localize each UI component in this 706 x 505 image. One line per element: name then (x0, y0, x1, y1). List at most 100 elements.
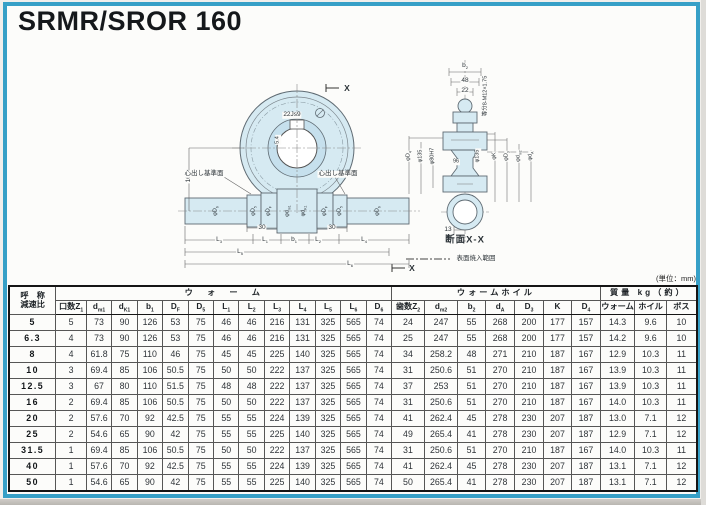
dia-label-d3: φD3 (503, 150, 511, 162)
hardening-legend-label: 表面焼入範囲 (456, 254, 496, 262)
shaft-dia-d5-right: φD5 (336, 206, 344, 216)
cell: 9.6 (634, 330, 667, 347)
cell: 75 (111, 346, 138, 363)
cell: 2 (55, 410, 87, 427)
cell: 106 (136, 362, 164, 379)
col-header: L1 (212, 300, 240, 315)
cell: 55 (212, 458, 240, 475)
cell: 50 (212, 362, 240, 379)
cell: 126 (136, 330, 164, 347)
shaft-dia-d6-right: φD6 (374, 206, 382, 216)
dim-label-96: 96 (451, 158, 461, 165)
section-view-body (442, 98, 488, 231)
cell: 210 (514, 378, 544, 395)
cell: 90 (111, 314, 138, 331)
cell: 3 (55, 362, 87, 379)
section-bore-lines (451, 139, 479, 185)
datum-label-left: 心出し基準面 (183, 169, 225, 178)
col-header: D3 (514, 300, 544, 315)
cell: 7.1 (634, 410, 667, 427)
cell: 12.9 (599, 346, 636, 363)
cell: 12 (665, 458, 698, 475)
cell: 4 (55, 330, 87, 347)
cell: 14.0 (599, 394, 636, 411)
section-caption: 断面X-X (445, 234, 485, 246)
cell: 250.6 (423, 362, 459, 379)
cell: 187 (542, 394, 573, 411)
cell: 565 (340, 314, 367, 331)
cell: 55 (457, 330, 486, 347)
ratio-cell: 12.5 (8, 378, 57, 395)
cell: 278 (484, 410, 516, 427)
cell: 131 (289, 330, 316, 347)
cell: 48 (212, 378, 240, 395)
ratio-cell: 8 (8, 346, 57, 363)
cell: 65 (111, 426, 138, 443)
cell: 250.6 (423, 442, 459, 459)
cell: 31 (391, 442, 425, 459)
cell: 3 (55, 378, 87, 395)
dia-label-d4: φD4 (405, 150, 413, 162)
cell: 207 (542, 458, 573, 475)
cell: 1 (55, 442, 87, 459)
cell: 13.0 (599, 410, 636, 427)
cell: 140 (289, 474, 316, 492)
cell: 325 (314, 426, 342, 443)
ratio-cell: 31.5 (8, 442, 57, 459)
cell: 50.5 (162, 394, 189, 411)
cell: 325 (314, 346, 342, 363)
scan-shadow-bottom (0, 499, 706, 505)
cell: 565 (340, 458, 367, 475)
cell: 49 (391, 426, 425, 443)
cell: 2 (55, 426, 87, 443)
cell: 565 (340, 362, 367, 379)
cell: 565 (340, 378, 367, 395)
col-header: dA (484, 300, 516, 315)
cell: 42.5 (162, 458, 189, 475)
cell: 9.6 (634, 314, 667, 331)
cell: 55 (212, 410, 240, 427)
cell: 225 (263, 346, 291, 363)
cell: 57.6 (85, 410, 113, 427)
col-header: L2 (238, 300, 265, 315)
drawing-geometry (178, 60, 532, 272)
cell: 31 (391, 394, 425, 411)
cell: 222 (263, 394, 291, 411)
cell: 48 (457, 346, 486, 363)
group-header: ウォームホイル (391, 285, 601, 301)
cell: 210 (514, 362, 544, 379)
cell: 167 (571, 346, 601, 363)
cell: 140 (289, 426, 316, 443)
col-header: K (542, 300, 573, 315)
col-header: 口数Z1 (55, 300, 87, 315)
cell: 75 (187, 410, 215, 427)
cell: 11 (665, 442, 698, 459)
cell: 53 (162, 314, 189, 331)
col-header: L6 (340, 300, 367, 315)
cell: 14.0 (599, 442, 636, 459)
col-header: 歯数Z2 (391, 300, 425, 315)
cell: 50 (238, 394, 265, 411)
cell: 42 (162, 426, 189, 443)
section-mark-bottom: X (409, 262, 415, 273)
cell: 24 (391, 314, 425, 331)
shaft-dia-dk1: φdK1 (300, 205, 308, 217)
shaft-dia-df-left: φDF (265, 206, 273, 216)
cell: 187 (542, 362, 573, 379)
cell: 200 (514, 330, 544, 347)
cell: 325 (314, 394, 342, 411)
cell: 51 (457, 394, 486, 411)
cell: 268 (484, 314, 516, 331)
cell: 139 (289, 410, 316, 427)
cell: 177 (542, 330, 573, 347)
cell: 90 (136, 474, 164, 492)
cell: 74 (365, 346, 393, 363)
cell: 41 (457, 474, 486, 492)
cell: 46 (162, 346, 189, 363)
cell: 137 (289, 394, 316, 411)
col-header: L4 (289, 300, 316, 315)
dia-label-80: φ80H7 (429, 146, 436, 166)
